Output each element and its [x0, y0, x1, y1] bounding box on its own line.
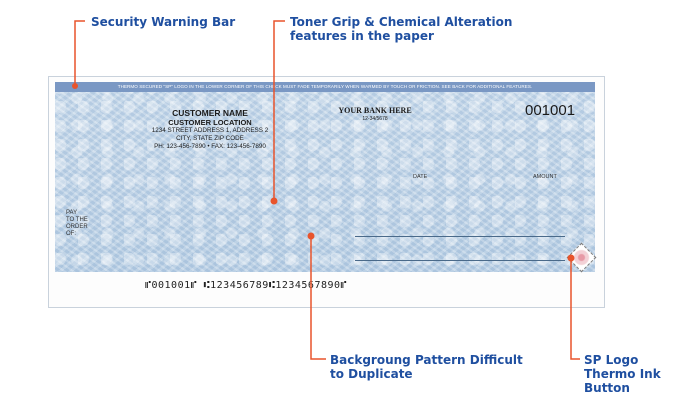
payee-line — [355, 236, 565, 237]
check-number: 001001 — [525, 102, 576, 119]
leader-background-pattern — [310, 236, 326, 360]
date-label: DATE — [413, 174, 428, 180]
phone-fax: PH: 123-456-7890 • FAX: 123-456-7890 — [154, 143, 266, 150]
address-line-1: 1234 STREET ADDRESS 1, ADDRESS 2 — [151, 127, 269, 134]
security-warning-bar: THERMO SECURED "SP" LOGO IN THE LOWER CO… — [55, 82, 595, 92]
bank-name: YOUR BANK HERE — [338, 106, 412, 115]
leader-dot-security-bar — [72, 83, 78, 89]
leader-security-bar — [74, 20, 85, 86]
leader-dot-sp-logo — [567, 254, 575, 262]
routing-fraction: 12-34/5678 — [362, 116, 388, 122]
leader-dot-background-pattern — [307, 232, 315, 240]
check-image: THERMO SECURED "SP" LOGO IN THE LOWER CO… — [48, 76, 605, 308]
leader-dot-toner-grip — [270, 197, 278, 205]
signature-line — [355, 260, 565, 261]
security-warning-bar-callout: Security Warning Bar — [91, 15, 236, 29]
leader-sp-logo — [570, 258, 580, 360]
background-pattern-callout: Backgroung Pattern Difficult to Duplicat… — [330, 353, 523, 381]
micr-line: ⑈001001⑈ ⑆123456789⑆1234567890⑈ — [145, 280, 348, 291]
toner-grip-callout: Toner Grip & Chemical Alteration feature… — [290, 15, 513, 43]
amount-label: AMOUNT — [533, 174, 557, 180]
check-face: THERMO SECURED "SP" LOGO IN THE LOWER CO… — [55, 82, 597, 273]
customer-name: CUSTOMER NAME — [172, 108, 248, 118]
address-line-2: CITY, STATE ZIP CODE — [176, 135, 244, 142]
customer-location: CUSTOMER LOCATION — [168, 118, 252, 127]
bank-info: YOUR BANK HERE 12-34/5678 — [320, 106, 430, 123]
customer-info: CUSTOMER NAME CUSTOMER LOCATION 1234 STR… — [130, 108, 290, 151]
leader-toner-grip — [273, 20, 285, 201]
pay-to-label: PAY TO THE ORDER OF: — [66, 210, 88, 237]
sp-logo-callout: SP Logo Thermo Ink Button — [584, 353, 661, 395]
